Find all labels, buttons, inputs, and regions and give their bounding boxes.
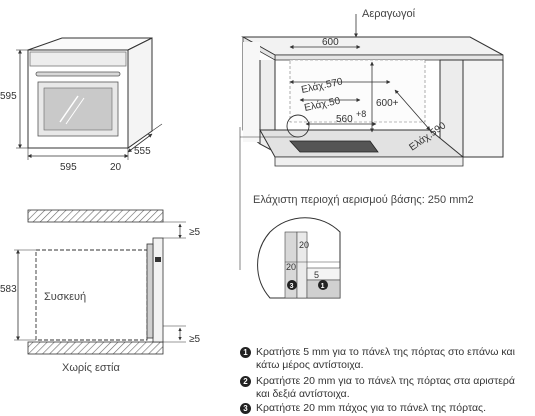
oven-height-label: 595 bbox=[0, 91, 17, 102]
niche-diagram: Αεραγωγοί 600 Ελάχ.570 Ελάχ.50 600+ 560 … bbox=[239, 8, 504, 270]
niche-width-label: 600 bbox=[322, 37, 339, 48]
oven-front-view: 595 595 555 20 bbox=[0, 37, 163, 173]
appliance-label: Συσκευή bbox=[44, 291, 86, 303]
note-2-line1: Κρατήστε 20 mm για το πάνελ της πόρτας σ… bbox=[256, 375, 515, 387]
bottom-gap-label: ≥5 bbox=[189, 334, 200, 345]
ventilation-note: Ελάχιστη περιοχή αερισμού βάσης: 250 mm2 bbox=[253, 194, 474, 206]
niche-depth-label: 560 bbox=[336, 114, 353, 125]
top-gap-label: ≥5 bbox=[189, 227, 200, 238]
note-2-marker: 2 bbox=[240, 376, 251, 387]
note-1-marker: 1 bbox=[240, 347, 251, 358]
side-section-view: ≥5 ≥5 583 Συσκευή Χωρίς εστία bbox=[0, 209, 200, 374]
note-1-line2: κάτω μέρος αντίστοιχα. bbox=[256, 359, 364, 371]
note-3-line1: Κρατήστε 20 mm πάχος για το πάνελ της πό… bbox=[256, 402, 486, 414]
niche-height-label: 600+ bbox=[376, 98, 399, 109]
detail-marker-1: 1 bbox=[321, 283, 325, 290]
note-2: 2 Κρατήστε 20 mm για το πάνελ της πόρτας … bbox=[240, 375, 535, 401]
section-height-label: 583 bbox=[0, 284, 17, 295]
note-1: 1 Κρατήστε 5 mm για το πάνελ της πόρτας σ… bbox=[240, 346, 535, 372]
oven-offset-label: 20 bbox=[110, 162, 122, 173]
oven-depth-label: 555 bbox=[134, 146, 151, 157]
section-caption: Χωρίς εστία bbox=[62, 362, 120, 374]
detail-marker-3: 3 bbox=[290, 283, 294, 290]
note-3: 3 Κρατήστε 20 mm πάχος για το πάνελ της π… bbox=[240, 402, 535, 415]
detail-n20a: 20 bbox=[299, 240, 309, 250]
detail-n20b: 20 bbox=[286, 262, 296, 272]
vent-label: Αεραγωγοί bbox=[362, 8, 416, 20]
oven-width-label: 595 bbox=[60, 162, 77, 173]
detail-n5: 5 bbox=[314, 270, 319, 280]
note-2-line2: και δεξιά αντίστοιχα. bbox=[256, 388, 350, 400]
niche-depth-tolerance: +8 bbox=[356, 109, 366, 119]
detail-magnifier: 20 20 5 1 3 1 bbox=[257, 217, 341, 299]
note-1-line1: Κρατήστε 5 mm για το πάνελ της πόρτας στ… bbox=[256, 346, 515, 358]
note-3-marker: 3 bbox=[240, 403, 251, 414]
